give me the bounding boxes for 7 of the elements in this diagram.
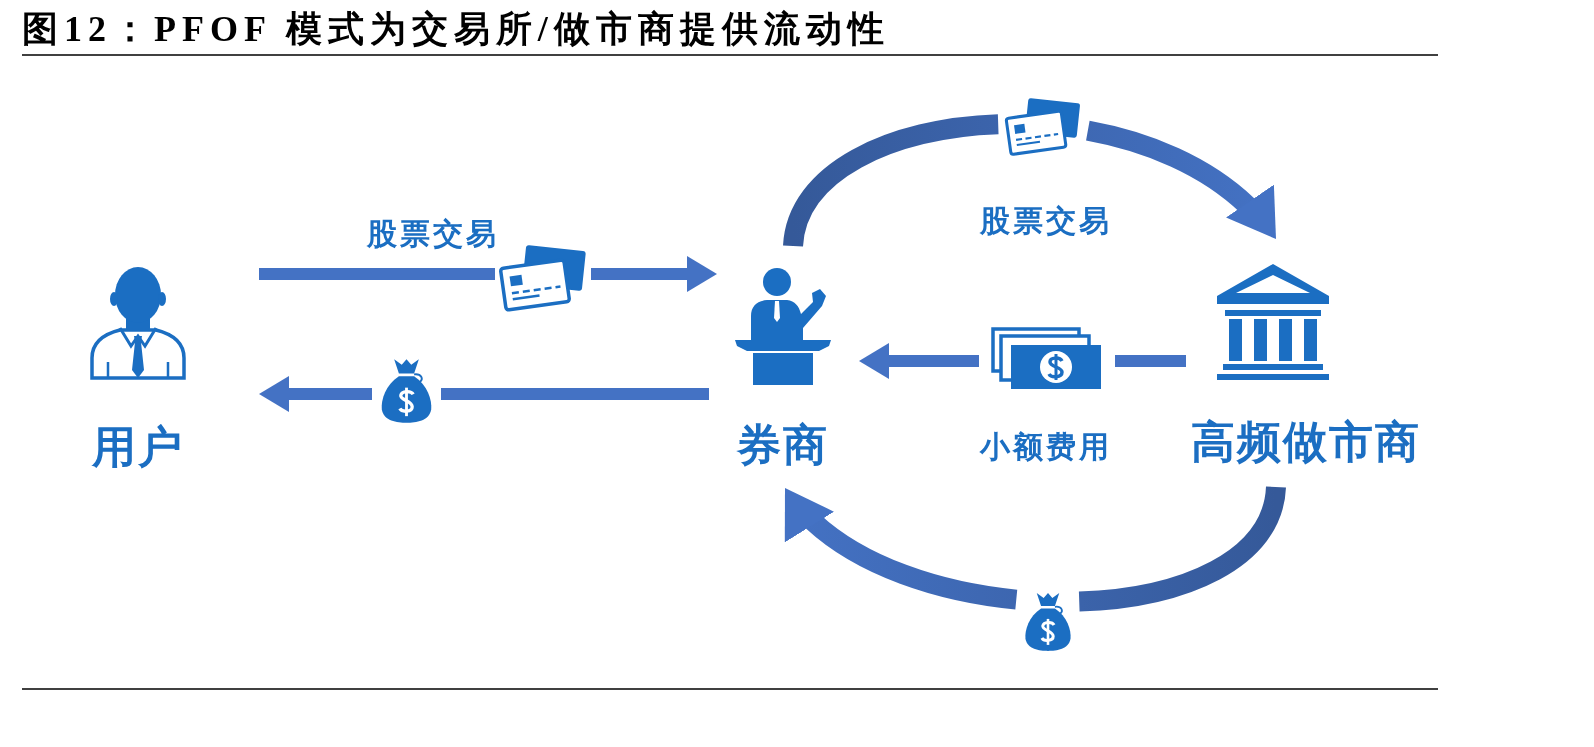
node-label: 高频做市商 <box>1191 417 1421 467</box>
node-label: 用户 <box>92 422 184 472</box>
node-label: 券商 <box>737 420 829 470</box>
edge-label: 小额费用 <box>980 430 1112 464</box>
figure-title: 图12：PFOF 模式为交易所/做市商提供流动性 <box>22 8 890 50</box>
arrow <box>259 376 709 412</box>
edge-label: 股票交易 <box>367 217 499 251</box>
